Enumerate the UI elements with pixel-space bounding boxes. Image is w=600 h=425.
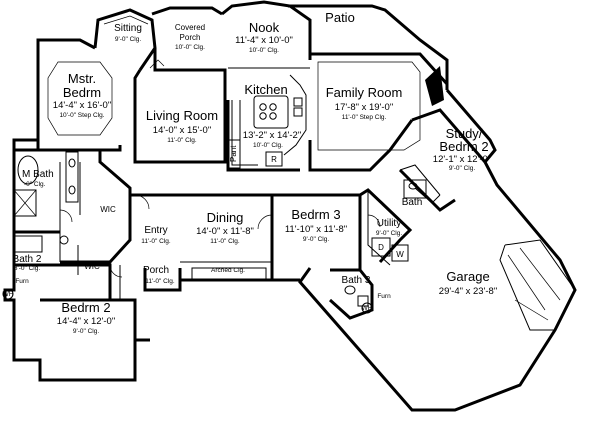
utility-label: Utility	[377, 218, 401, 229]
fixture-labels: Pant R D W Furn Furn WH WH	[3, 145, 405, 312]
utility-clg: 9'-0" Clg.	[376, 230, 403, 237]
wh-right-label: WH	[362, 305, 373, 312]
pantry-box	[227, 139, 241, 169]
sitting-label: Sitting	[114, 23, 142, 34]
bedroom-2-dims: 14'-4" x 12'-0"	[57, 316, 115, 327]
family-room-label: Family Room	[326, 85, 403, 100]
entry-label: Entry	[144, 225, 167, 236]
porch-label: Porch	[143, 265, 169, 276]
master-bedroom-label-1: Mstr.	[68, 71, 96, 86]
fixtures	[2, 15, 576, 331]
master-bedroom-label-2: Bedrm	[63, 85, 101, 100]
toilet-icon	[59, 235, 69, 245]
family-room-dims: 17'-8" x 19'-0"	[335, 102, 393, 113]
pantry-label: Pant	[229, 145, 238, 162]
nook-dims: 11'-4" x 10'-0"	[235, 35, 293, 46]
bedroom-2-clg: 9'-0" Clg.	[73, 328, 100, 335]
dining-arched-note: Arched Clg.	[211, 267, 245, 274]
dining-label: Dining	[207, 210, 244, 225]
master-bedroom-dims: 14'-4" x 16'-0"	[53, 100, 111, 111]
covered-porch-clg: 10'-0" Clg.	[175, 44, 205, 51]
sitting-clg: 9'-0" Clg.	[115, 36, 142, 43]
fireplace-icon	[425, 66, 444, 106]
exterior-walls	[3, 0, 577, 412]
wall-study-right	[445, 89, 497, 163]
dining-dims: 14'-0" x 11'-8"	[196, 226, 254, 237]
master-bedroom-clg: 10'-0" Step Clg.	[59, 112, 104, 119]
study-dims: 12'-1" x 12'-0"	[433, 154, 491, 165]
wh-left-label: WH	[3, 291, 14, 298]
interior-walls	[14, 48, 487, 340]
wall-covered-porch	[151, 6, 223, 16]
bedroom-2-label: Bedrm 2	[61, 300, 110, 315]
bedroom-3-label: Bedrm 3	[291, 207, 340, 222]
dishwasher-label: D	[378, 243, 384, 252]
wall-master-suite	[12, 38, 96, 145]
patio-label: Patio	[325, 10, 355, 25]
living-room-dims: 14'-0" x 15'-0"	[153, 125, 211, 136]
wall-left	[3, 145, 150, 382]
kitchen-label: Kitchen	[244, 82, 287, 97]
kitchen-dims: 13'-2" x 14'-2"	[243, 130, 301, 141]
wall-garage	[298, 161, 577, 412]
master-bath-clg: -0" Clg.	[24, 181, 46, 188]
study-label-2: Bedrm 2	[439, 139, 488, 154]
wall-sitting	[93, 8, 157, 71]
study-clg: 9'-0" Clg.	[449, 165, 476, 172]
covered-porch-label-1: Covered	[175, 23, 205, 32]
bath-2-clg: 8'-0" Clg.	[14, 265, 41, 272]
kitchen-clg: 10'-0" Clg.	[253, 142, 283, 149]
bath-3-label: Bath 3	[342, 275, 371, 286]
furnace-right-label: Furn	[377, 293, 391, 300]
bathtub-icon	[17, 155, 39, 185]
bedroom-3-clg: 9'-0" Clg.	[303, 236, 330, 243]
master-bath-label: M Bath	[22, 169, 54, 180]
garage-dims: 29'-4" x 23'-8"	[439, 286, 497, 297]
wall-patio	[288, 4, 449, 90]
entry-clg: 11'-0" Clg.	[141, 238, 171, 245]
washer-label: W	[396, 250, 404, 259]
bath-2-label: Bath 2	[13, 254, 42, 265]
bedroom-3-dims: 11'-10" x 11'-8"	[285, 224, 347, 235]
wall-bottom-center	[178, 278, 300, 290]
refrigerator-box	[265, 151, 283, 167]
room-labels: Sitting 9'-0" Clg. Covered Porch 10'-0" …	[13, 10, 498, 335]
wic-small-label: WIC	[84, 262, 100, 271]
garage-label: Garage	[446, 269, 489, 284]
furnace-left-label: Furn	[15, 278, 29, 285]
porch-clg: 11'-0" Clg.	[145, 278, 175, 285]
bath-upper-right-label: Bath	[402, 197, 423, 208]
family-step-ceiling	[317, 61, 421, 151]
kitchen-island	[253, 95, 289, 129]
step-ceiling-outline	[47, 61, 113, 136]
cooktop-icon	[259, 103, 277, 120]
refrigerator-label: R	[271, 155, 277, 164]
living-room-label: Living Room	[146, 108, 218, 123]
dining-clg: 11'-0" Clg.	[210, 238, 240, 245]
family-room-clg: 11'-0" Step Clg.	[342, 114, 387, 121]
nook-label: Nook	[249, 20, 280, 35]
sink-icon	[293, 97, 303, 117]
wall-nook	[221, 0, 312, 60]
nook-clg: 10'-0" Clg.	[249, 47, 279, 54]
wic-master-label: WIC	[100, 205, 116, 214]
covered-porch-label-2: Porch	[180, 33, 201, 42]
study-label-1: Study/	[446, 126, 483, 141]
living-room-clg: 11'-0" Clg.	[167, 137, 197, 144]
